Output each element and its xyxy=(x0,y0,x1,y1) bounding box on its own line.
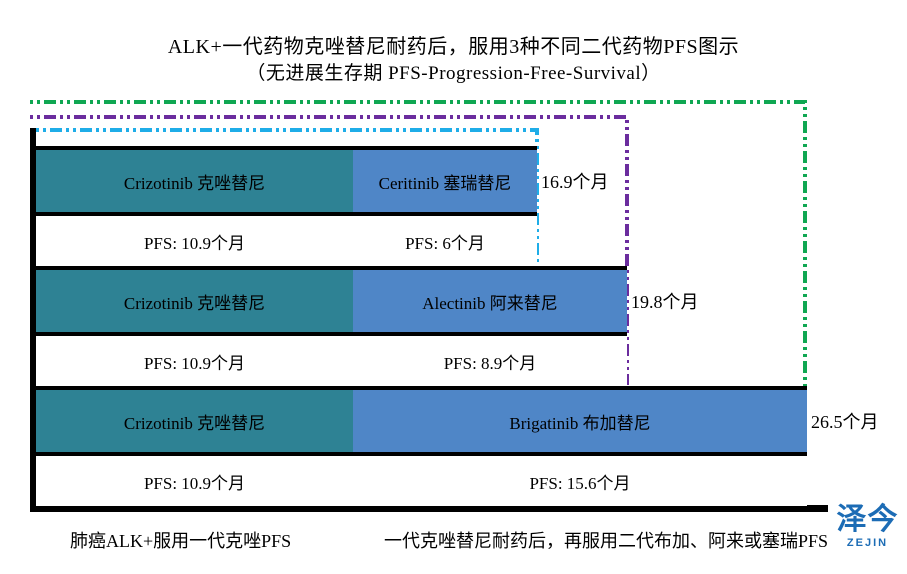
bar-row-alectinib: Crizotinib 克唑替尼 Alectinib 阿来替尼 xyxy=(36,266,627,336)
crizotinib-bar: Crizotinib 克唑替尼 xyxy=(36,386,353,456)
total-months-label: 19.8个月 xyxy=(631,292,699,312)
brigatinib-bar: Brigatinib 布加替尼 xyxy=(353,386,807,456)
alectinib-pfs-value: PFS: 8.9个月 xyxy=(353,336,627,386)
caption-first-line-pfs: 肺癌ALK+服用一代克唑PFS xyxy=(70,531,292,551)
zejin-logo-subtext: ZEJIN xyxy=(846,537,889,549)
caption-second-line-pfs: 一代克唑替尼耐药后，再服用二代布加、阿来或塞瑞PFS xyxy=(384,531,829,551)
alectinib-bar: Alectinib 阿来替尼 xyxy=(353,266,627,336)
pfs-row-alectinib: PFS: 10.9个月 PFS: 8.9个月 xyxy=(36,336,627,386)
crizotinib-bar: Crizotinib 克唑替尼 xyxy=(36,266,353,336)
crizotinib-bar: Crizotinib 克唑替尼 xyxy=(36,146,353,216)
pfs-row-ceritinib: PFS: 10.9个月 PFS: 6个月 xyxy=(36,216,537,266)
chart-title: ALK+一代药物克唑替尼耐药后，服用3种不同二代药物PFS图示 xyxy=(167,36,740,58)
brigatinib-pfs-value: PFS: 15.6个月 xyxy=(353,456,807,506)
bar-row-brigatinib: Crizotinib 克唑替尼 Brigatinib 布加替尼 xyxy=(36,386,807,456)
bar-row-ceritinib: Crizotinib 克唑替尼 Ceritinib 塞瑞替尼 xyxy=(36,146,537,216)
chart-subtitle: （无进展生存期 PFS-Progression-Free-Survival） xyxy=(246,63,661,84)
crizotinib-pfs-value: PFS: 10.9个月 xyxy=(36,456,353,506)
y-axis-line xyxy=(30,128,36,512)
zejin-logo: 泽今 ZEJIN xyxy=(828,503,907,571)
pfs-row-brigatinib: PFS: 10.9个月 PFS: 15.6个月 xyxy=(36,456,807,506)
ceritinib-pfs-value: PFS: 6个月 xyxy=(353,216,537,266)
x-axis-line xyxy=(30,505,892,512)
total-months-label: 26.5个月 xyxy=(811,412,879,432)
total-months-label: 16.9个月 xyxy=(541,172,609,192)
zejin-logo-text: 泽今 xyxy=(836,503,899,536)
crizotinib-pfs-value: PFS: 10.9个月 xyxy=(36,216,353,266)
ceritinib-bar: Ceritinib 塞瑞替尼 xyxy=(353,146,537,216)
crizotinib-pfs-value: PFS: 10.9个月 xyxy=(36,336,353,386)
